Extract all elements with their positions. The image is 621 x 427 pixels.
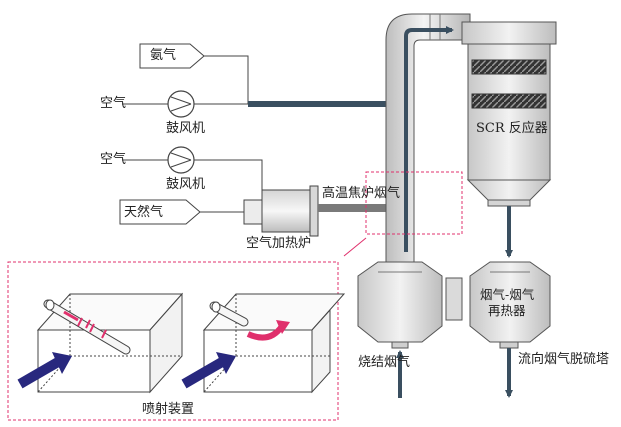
air-heater-furnace [243,185,319,237]
scr-reactor [461,21,557,207]
blower-label-2: 鼓风机 [166,177,206,192]
coke-gas-label: 高温焦炉烟气 [322,186,401,201]
ammonia-line [204,55,249,104]
jet-arrow [63,310,79,322]
air-heater-label: 空气加热炉 [246,236,312,251]
injection-flow-arrow [17,357,61,389]
reheater-label-line2: 再热器 [488,303,526,318]
to-desulfurization-label: 流向烟气脱硫塔 [518,352,610,367]
detail-box-1 [17,292,184,394]
blower-label-1: 鼓风机 [166,121,206,136]
detail-box-2 [181,293,346,394]
duct-upflow-arrow [404,26,454,252]
scr-reactor-label: SCR 反应器 [476,121,548,136]
air-label-2: 空气 [100,152,127,167]
air-line-2 [194,159,263,190]
sinter-gas-vessel [357,261,443,349]
sinter-gas-label: 烧结烟气 [358,355,411,370]
blower-2 [122,146,195,174]
ammonia-label: 氨气 [150,48,177,63]
catalyst-layer-2 [471,93,547,109]
natural-gas-label: 天然气 [124,205,164,220]
injection-device-label: 喷射装置 [142,402,195,417]
blower-1 [122,90,195,118]
natural-gas-source [119,199,201,225]
flue-gas-duct [385,13,471,267]
injection-zone-marker [365,171,463,235]
callout-leader [343,237,367,257]
injection-detail-panel [7,261,339,421]
reheater-label-line1: 烟气-烟气 [480,287,535,302]
air-label-1: 空气 [100,96,127,111]
catalyst-layer-1 [471,59,547,75]
ammonia-source [139,43,205,69]
gas-reheater-vessel [445,261,551,349]
